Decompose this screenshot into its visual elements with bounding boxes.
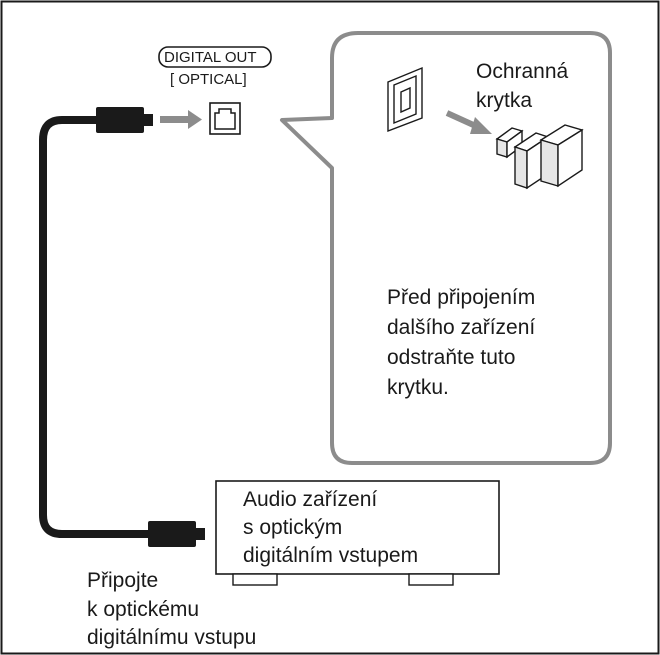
device-label-line3: digitálním vstupem bbox=[243, 544, 419, 567]
port-label-optical: [ OPTICAL] bbox=[170, 71, 247, 88]
device-label-line1: Audio zařízení bbox=[243, 488, 378, 511]
instruction-line2: dalšího zařízení bbox=[387, 316, 536, 339]
optical-port-icon bbox=[209, 102, 241, 135]
audio-device-icon bbox=[215, 480, 500, 586]
removal-arrow-icon bbox=[445, 110, 492, 134]
cable-plug-top-icon bbox=[96, 107, 153, 133]
insert-arrow-icon bbox=[160, 110, 202, 129]
protective-cap-icon bbox=[495, 124, 584, 190]
cable-plug-bottom-icon bbox=[148, 521, 205, 547]
cap-title-line1: Ochranná bbox=[476, 60, 569, 83]
connect-note-line3: digitálnímu vstupu bbox=[87, 626, 257, 649]
device-label-line2: s optickým bbox=[243, 516, 343, 539]
digital-out-label-frame bbox=[158, 46, 272, 68]
optical-cable bbox=[39, 116, 154, 538]
connect-note-line2: k optickému bbox=[87, 598, 200, 621]
socket-closeup-icon bbox=[387, 66, 423, 133]
instruction-line1: Před připojením bbox=[387, 286, 536, 309]
instruction-line3: odstraňte tuto bbox=[387, 346, 516, 369]
instruction-line4: krytku. bbox=[387, 376, 449, 399]
connect-note-line1: Připojte bbox=[87, 569, 159, 592]
cap-title-line2: krytka bbox=[476, 89, 533, 112]
port-label-digital-out: DIGITAL OUT bbox=[164, 49, 257, 66]
